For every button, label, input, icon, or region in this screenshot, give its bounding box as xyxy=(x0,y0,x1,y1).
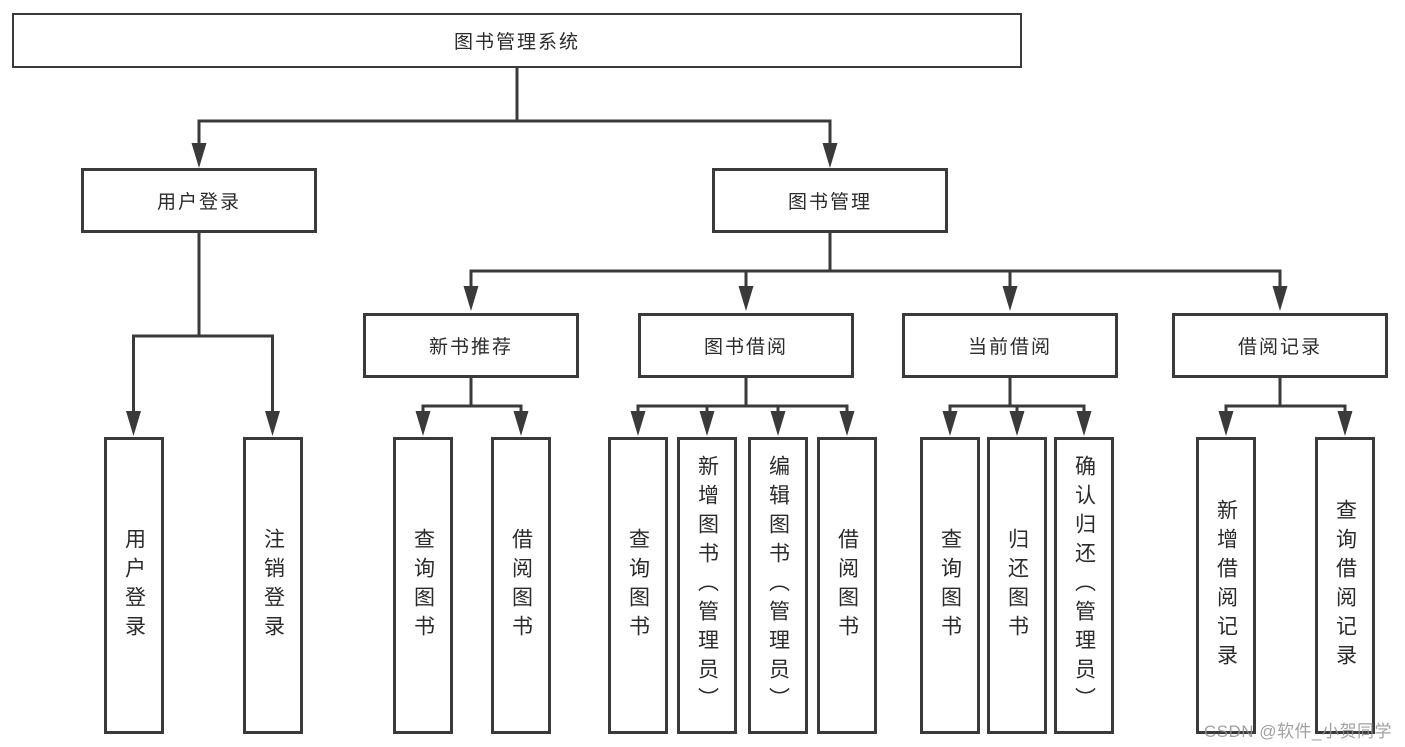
node-leaf-query-borrow-record: 查询借阅记录 xyxy=(1315,437,1375,734)
node-leaf-user-login: 用户登录 xyxy=(104,437,164,734)
node-label: 编辑图书（管理员） xyxy=(766,455,790,716)
node-label: 归还图书 xyxy=(1005,527,1029,644)
node-current-borrowing: 当前借阅 xyxy=(902,313,1118,378)
node-leaf-borrow-books-1: 借阅图书 xyxy=(491,437,551,734)
node-label: 新书推荐 xyxy=(428,337,513,358)
node-leaf-borrow-books-2: 借阅图书 xyxy=(817,437,877,734)
node-book-management-branch: 图书管理 xyxy=(712,168,948,233)
node-label: 借阅图书 xyxy=(509,527,533,644)
node-label: 图书管理 xyxy=(787,192,872,213)
node-new-book-recommendation: 新书推荐 xyxy=(363,313,579,378)
node-leaf-edit-books-admin: 编辑图书（管理员） xyxy=(748,437,808,734)
node-user-login-branch: 用户登录 xyxy=(81,168,317,233)
node-label: 确认归还（管理员） xyxy=(1072,455,1096,716)
node-library-management-system: 图书管理系统 xyxy=(12,13,1022,68)
node-label: 当前借阅 xyxy=(967,337,1052,358)
node-leaf-add-books-admin: 新增图书（管理员） xyxy=(677,437,737,734)
node-label: 新增借阅记录 xyxy=(1214,498,1238,673)
node-leaf-query-books-3: 查询图书 xyxy=(920,437,980,734)
node-leaf-logout: 注销登录 xyxy=(243,437,303,734)
csdn-watermark: CSDN @软件_小贺同学 xyxy=(1203,722,1392,741)
node-label: 查询借阅记录 xyxy=(1333,498,1357,673)
node-label: 图书管理系统 xyxy=(453,32,580,53)
node-label: 查询图书 xyxy=(411,527,435,644)
node-leaf-return-books: 归还图书 xyxy=(987,437,1047,734)
node-borrowing-records: 借阅记录 xyxy=(1172,313,1388,378)
node-label: 借阅图书 xyxy=(835,527,859,644)
node-label: 图书借阅 xyxy=(703,337,788,358)
node-label: 查询图书 xyxy=(626,527,650,644)
node-label: 新增图书（管理员） xyxy=(695,455,719,716)
node-book-borrowing: 图书借阅 xyxy=(638,313,854,378)
node-leaf-query-books-1: 查询图书 xyxy=(393,437,453,734)
node-label: 注销登录 xyxy=(261,527,285,644)
node-label: 查询图书 xyxy=(938,527,962,644)
node-leaf-add-borrow-record: 新增借阅记录 xyxy=(1196,437,1256,734)
arrowheads xyxy=(126,143,1353,436)
node-leaf-query-books-2: 查询图书 xyxy=(608,437,668,734)
node-leaf-confirm-return-admin: 确认归还（管理员） xyxy=(1054,437,1114,734)
node-label: 用户登录 xyxy=(156,192,241,213)
node-label: 借阅记录 xyxy=(1237,337,1322,358)
node-label: 用户登录 xyxy=(122,527,146,644)
